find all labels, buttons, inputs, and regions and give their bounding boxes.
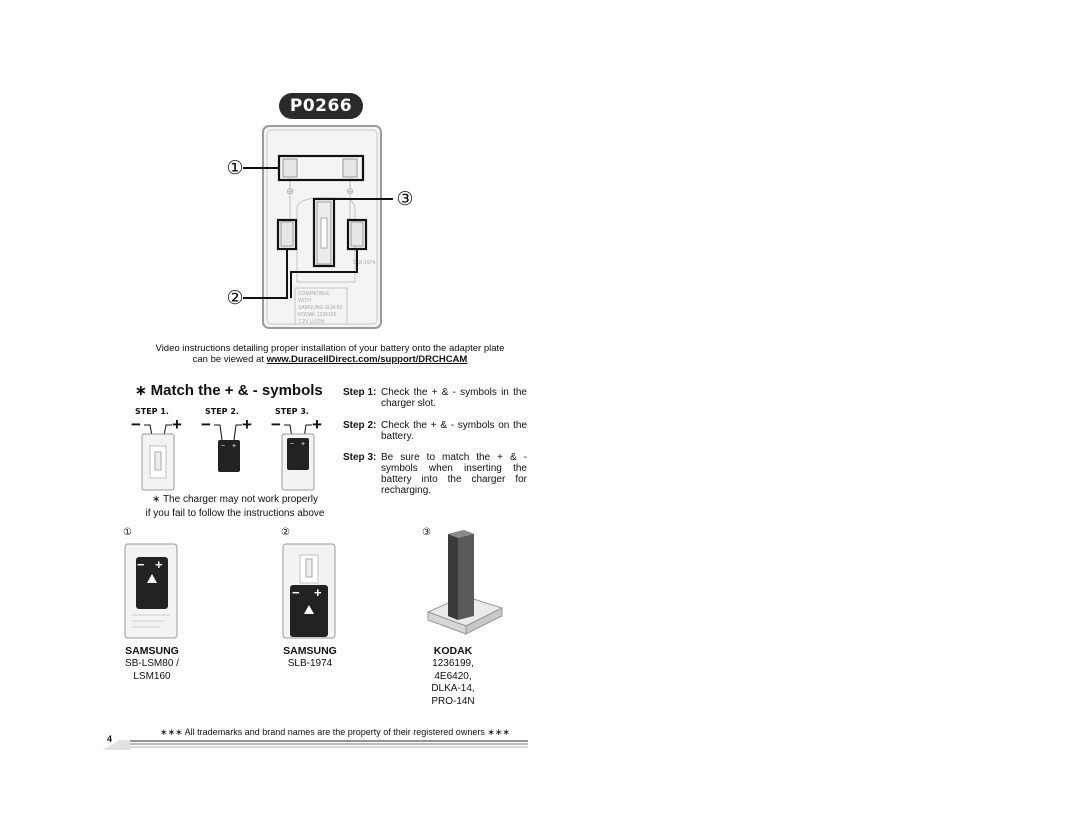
trademark-text: All trademarks and brand names are the p…	[184, 727, 485, 737]
callout-2: ②	[226, 288, 243, 309]
note-line-2: if you fail to follow the instructions a…	[145, 508, 325, 519]
config-3-number: ③	[422, 527, 431, 538]
instruction-label: Step 1:	[343, 387, 377, 398]
svg-text:−: −	[221, 443, 225, 450]
trademark-footer: ∗∗∗ All trademarks and brand names are t…	[150, 727, 520, 738]
instruction-step-1: Step 1: Check the + & - symbols in the ch…	[343, 387, 527, 409]
config-2-brand: SAMSUNG	[283, 645, 337, 657]
step-3-illustration: − + − +	[271, 416, 322, 491]
asterisk-icon: ∗	[151, 494, 163, 505]
instruction-label: Step 2:	[343, 420, 377, 431]
model-item: LSM160	[133, 670, 171, 682]
plus-icon: +	[242, 416, 252, 434]
config-2-models: SLB-1974	[266, 658, 354, 671]
match-heading-text: Match the + & - symbols	[150, 382, 323, 399]
step-1-label: STEP 1.	[135, 407, 169, 416]
svg-text:+: +	[155, 557, 163, 572]
plate-samsung-text: SAMSUNG SLM-80	[298, 305, 342, 311]
model-item: SLB-1974	[287, 658, 333, 669]
svg-text:+: +	[232, 443, 236, 450]
plus-icon: +	[172, 416, 182, 434]
callout-3: ③	[396, 189, 413, 210]
callout-1: ①	[226, 158, 243, 179]
asterisk-icon: ∗	[135, 382, 151, 398]
support-link[interactable]: www.DuracellDirect.com/support/DRCHCAM	[266, 354, 468, 365]
model-item: PRO-14N	[431, 695, 475, 707]
plate-side-text: SLB-1974	[353, 260, 375, 266]
step-3-label: STEP 3.	[275, 407, 309, 416]
caption-line-2: can be viewed at www.DuracellDirect.com/…	[130, 354, 530, 365]
step-2-label: STEP 2.	[205, 407, 239, 416]
step-2-illustration: − + − +	[201, 416, 252, 472]
asterisk-icon: ∗∗∗	[484, 727, 510, 737]
model-item: SB-LSM80 /	[125, 658, 179, 669]
config-1-models: SB-LSM80 / LSM160	[108, 658, 196, 683]
plate-compatible-text: COMPATIBLE	[298, 291, 330, 297]
caption-prefix: can be viewed at	[192, 354, 267, 365]
config-3-illustration	[426, 530, 504, 635]
config-1-brand: SAMSUNG	[125, 645, 179, 657]
instruction-step-3: Step 3: Be sure to match the + & - symbol…	[343, 452, 527, 496]
page-number: 4	[107, 734, 113, 744]
instruction-text: Be sure to match the + & - symbols when …	[381, 452, 527, 496]
asterisk-icon: ∗∗∗	[160, 727, 185, 737]
plate-with-text: WITH	[298, 298, 311, 304]
instruction-step-2: Step 2: Check the + & - symbols on the ba…	[343, 420, 527, 442]
footer-rule	[102, 740, 528, 750]
config-1-number: ①	[123, 527, 132, 538]
plus-icon: +	[312, 416, 322, 434]
note-text-1: The charger may not work properly	[162, 494, 319, 505]
note-line-1: ∗ The charger may not work properly	[110, 493, 360, 507]
config-1-illustration: − +	[124, 543, 178, 639]
instruction-label: Step 3:	[343, 452, 377, 463]
minus-icon: −	[131, 416, 141, 434]
svg-text:−: −	[137, 557, 145, 572]
adapter-plate-diagram: ⊖ ⊕ SLB-1974 COMPATIBLE WITH SAMSUNG SLM…	[226, 125, 414, 329]
step-1-illustration: − +	[131, 416, 182, 491]
plate-kodak-text: KODAK 1236199	[298, 312, 337, 318]
config-3-brand: KODAK	[433, 645, 473, 657]
config-2-number: ②	[281, 527, 290, 538]
model-badge: P0266	[279, 93, 363, 119]
model-item: DLKA-14,	[431, 683, 475, 694]
minus-icon: −	[201, 416, 211, 434]
config-2-illustration: − +	[282, 543, 336, 639]
svg-text:+: +	[301, 441, 305, 448]
svg-text:−: −	[290, 441, 294, 448]
match-heading: ∗ Match the + & - symbols	[135, 382, 323, 399]
svg-text:+: +	[314, 585, 322, 600]
instruction-text: Check the + & - symbols in the charger s…	[381, 387, 527, 409]
model-item: 1236199,	[432, 658, 474, 669]
caption-line-1: Video instructions detailing proper inst…	[155, 343, 505, 354]
plate-voltage-text: 7.2V Li-ION	[298, 319, 325, 325]
instruction-text: Check the + & - symbols on the battery.	[381, 420, 527, 442]
minus-icon: −	[271, 416, 281, 434]
model-item: 4E6420,	[434, 670, 472, 682]
svg-text:−: −	[292, 585, 300, 600]
config-3-models: 1236199, 4E6420, DLKA-14, PRO-14N	[409, 658, 497, 708]
